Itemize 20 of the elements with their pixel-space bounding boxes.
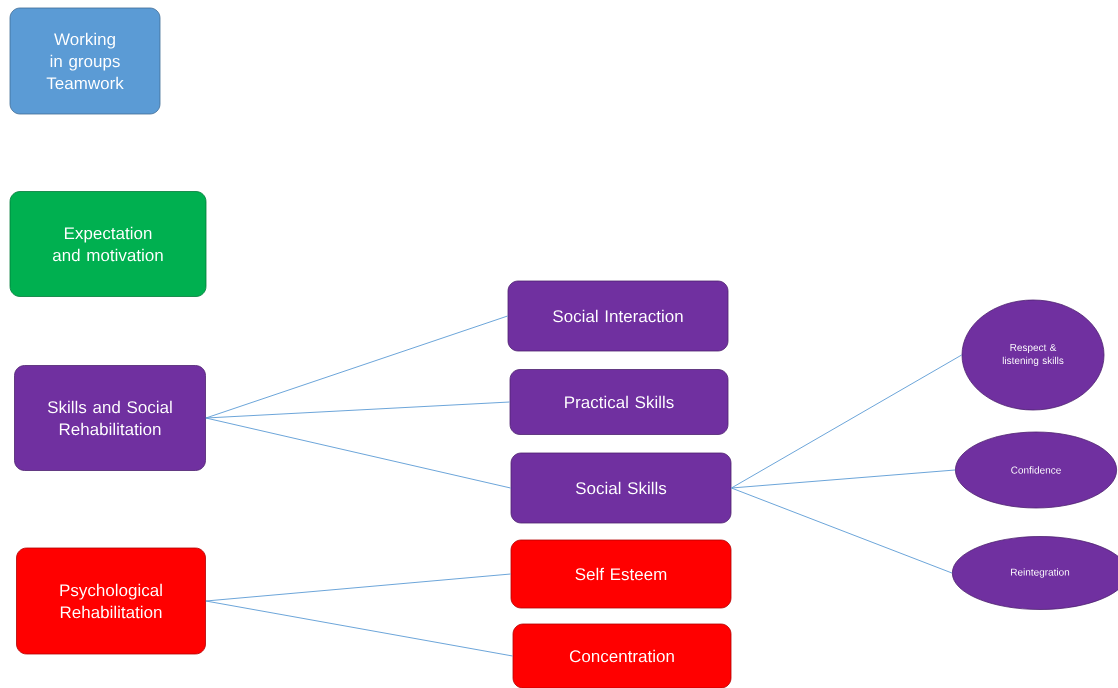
connector-line bbox=[730, 469, 956, 489]
rounded-box: Working in groups Teamwork bbox=[9, 7, 161, 115]
connector-line bbox=[730, 354, 963, 489]
rounded-box: Expectation and motivation bbox=[9, 191, 207, 297]
rounded-box: Skills and Social Rehabilitation bbox=[14, 365, 206, 471]
ellipse-node: Respect & listening skills bbox=[961, 299, 1105, 411]
rounded-box: Practical Skills bbox=[509, 369, 729, 435]
ellipse-node: Confidence bbox=[955, 431, 1118, 509]
ellipse-node: Reintegration bbox=[951, 536, 1118, 610]
connector-line bbox=[205, 417, 512, 489]
connector-line bbox=[730, 487, 953, 574]
connector-line bbox=[205, 401, 511, 419]
rounded-box: Psychological Rehabilitation bbox=[16, 547, 206, 655]
connector-line bbox=[205, 600, 514, 657]
rounded-box: Social Skills bbox=[510, 452, 732, 524]
rounded-box: Concentration bbox=[512, 623, 732, 688]
rounded-box: Social Interaction bbox=[507, 280, 729, 352]
connector-line bbox=[205, 573, 512, 602]
connector-line bbox=[205, 315, 509, 419]
rounded-box: Self Esteem bbox=[510, 539, 732, 609]
